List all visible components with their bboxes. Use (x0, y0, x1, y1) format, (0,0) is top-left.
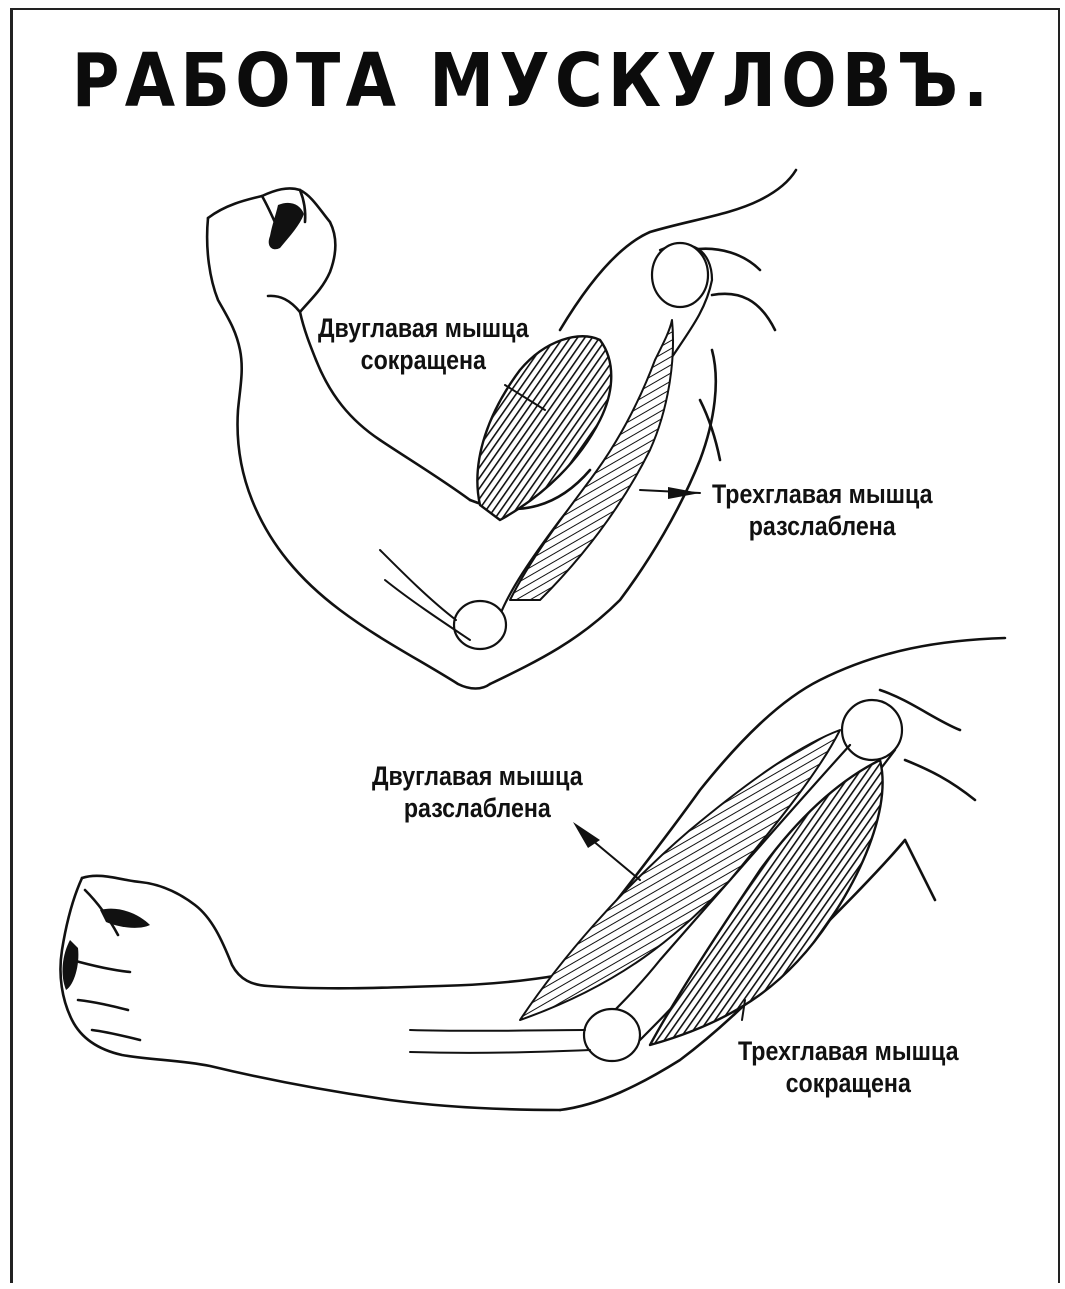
extended-triceps-label: Трехглавая мышца сокращена (738, 1035, 958, 1099)
extended-biceps-label: Двуглавая мышца разслаблена (372, 760, 583, 824)
extended-fist (82, 876, 560, 989)
flexed-triceps-label-line1: Трехглавая мышца (712, 478, 932, 510)
flexed-triceps-label-line2: разслаблена (712, 510, 932, 542)
extended-biceps-label-line1: Двуглавая мышца (372, 760, 583, 792)
extended-triceps-label-line2: сокращена (738, 1067, 958, 1099)
flexed-biceps-label: Двуглавая мышца сокращена (318, 312, 529, 376)
extended-biceps-label-line2: разслаблена (372, 792, 583, 824)
flexed-triceps-label: Трехглавая мышца разслаблена (712, 478, 932, 542)
flexed-arm-drawing (207, 170, 796, 689)
flexed-fist (207, 218, 490, 689)
extended-triceps-label-line1: Трехглавая мышца (738, 1035, 958, 1067)
flexed-biceps-label-line1: Двуглавая мышца (318, 312, 529, 344)
flexed-biceps-label-line2: сокращена (318, 344, 529, 376)
